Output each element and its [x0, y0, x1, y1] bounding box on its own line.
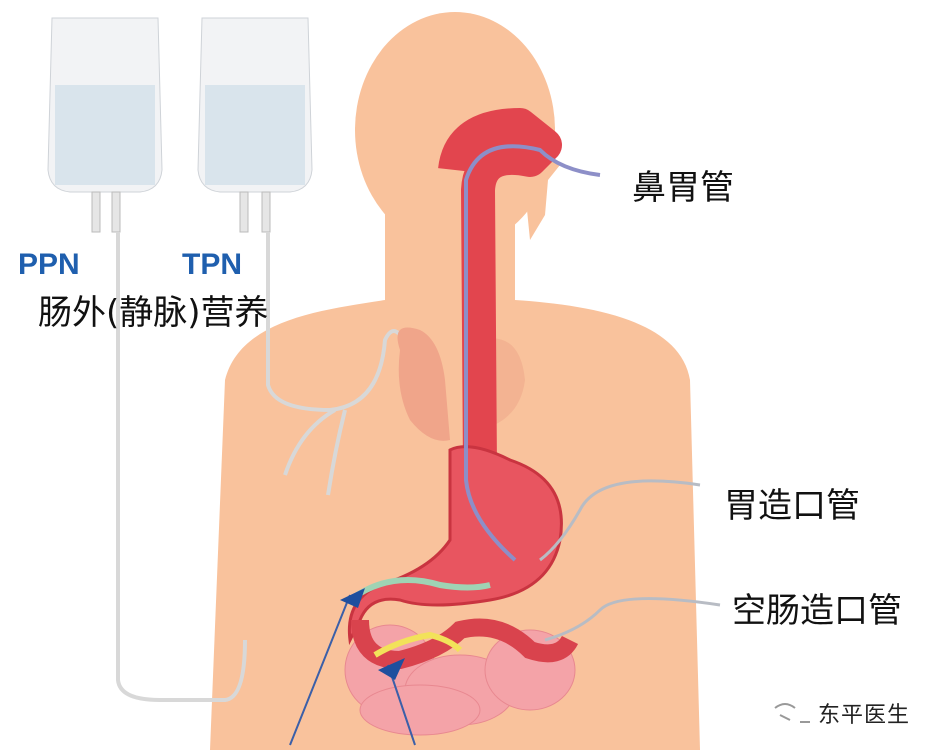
arrow-lower [378, 658, 405, 680]
label-jejunostomy-tube: 空肠造口管 [732, 591, 902, 631]
ppn-line [116, 232, 247, 702]
ppn-bag [47, 17, 163, 233]
label-parenteral-nutrition: 肠外(静脉)营养 [38, 293, 269, 333]
heart [397, 327, 450, 441]
label-ppn: PPN [18, 248, 80, 281]
nasogastric-tube [464, 144, 601, 562]
tpn-line [266, 232, 402, 413]
watermark: 东平医生 [818, 703, 911, 728]
label-gastrostomy-tube: 胃造口管 [724, 486, 860, 526]
label-tpn: TPN [182, 248, 242, 281]
gastrostomy-tube [539, 479, 701, 562]
label-nasogastric-tube: 鼻胃管 [632, 168, 734, 208]
esophagus [438, 108, 562, 471]
jejunostomy-tube [544, 597, 721, 642]
arrow-upper [340, 588, 365, 608]
tpn-bag [197, 17, 313, 233]
feeding-tube-green [348, 577, 491, 603]
feeding-tube-yellow [373, 631, 463, 658]
watermark-logo-icon [774, 703, 810, 723]
